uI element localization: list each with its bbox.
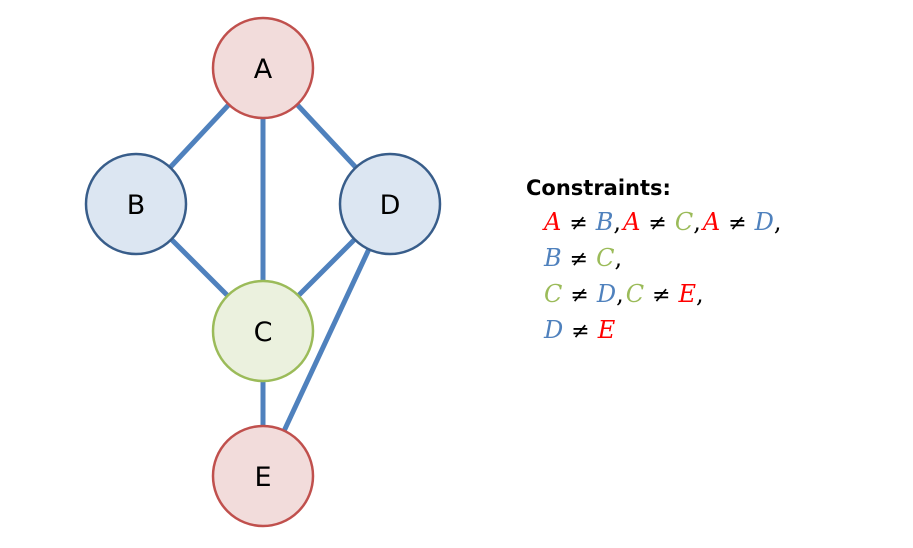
comma-separator: , [696,280,704,308]
constraint-variable: C [674,208,694,236]
node-circle [211,424,315,528]
constraint-variable: A [544,208,562,236]
comma-separator: , [616,280,624,308]
constraint-variable: C [625,280,645,308]
node-c: C [211,279,315,383]
node-circle [211,16,315,120]
constraint-variable: B [595,208,614,236]
node-circle [84,152,188,256]
not-equal-operator: ≠ [648,211,667,236]
comma-separator: , [614,244,623,272]
constraint-variable: D [544,316,564,344]
not-equal-operator: ≠ [570,283,589,308]
node-circle [338,152,442,256]
constraint-line: B ≠ C, [526,240,784,276]
constraint-variable: D [596,280,617,308]
constraint-variable: C [596,244,615,272]
constraint-variable: C [544,280,563,308]
node-label: E [254,462,271,493]
comma-separator: , [693,208,701,236]
node-e: E [211,424,315,528]
constraint-line: C≠D,C≠E, [526,276,784,312]
constraint-line: A≠B,A≠C,A≠D, [526,204,784,240]
constraints-title: Constraints: [526,176,671,200]
constraint-variable: B [544,244,562,272]
constraint-list: A≠B,A≠C,A≠D,B≠C,C≠D,C≠E,D≠E [526,204,784,348]
node-label: D [380,190,401,221]
constraint-line: D ≠ E [526,312,784,348]
not-equal-operator: ≠ [728,211,747,236]
graph-edges [134,66,393,478]
node-label: C [254,317,273,348]
not-equal-operator: ≠ [571,319,590,344]
graph-nodes: A B D C E [84,16,442,528]
not-equal-operator: ≠ [652,283,671,308]
node-label: B [127,190,146,221]
not-equal-operator: ≠ [569,247,589,272]
node-circle [211,279,315,383]
node-d: D [338,152,442,256]
comma-separator: , [773,208,782,236]
constraint-variable: E [678,280,697,308]
node-label: A [254,54,273,85]
constraint-variable: A [702,208,721,236]
constraint-variable: D [754,208,774,236]
constraint-variable: E [597,316,616,344]
constraint-variable: A [623,208,641,236]
comma-separator: , [613,208,622,236]
constraints-panel: Constraints: A≠B,A≠C,A≠D,B≠C,C≠D,C≠E,D≠E [526,176,784,348]
node-a: A [211,16,315,120]
node-b: B [84,152,188,256]
not-equal-operator: ≠ [569,211,588,236]
